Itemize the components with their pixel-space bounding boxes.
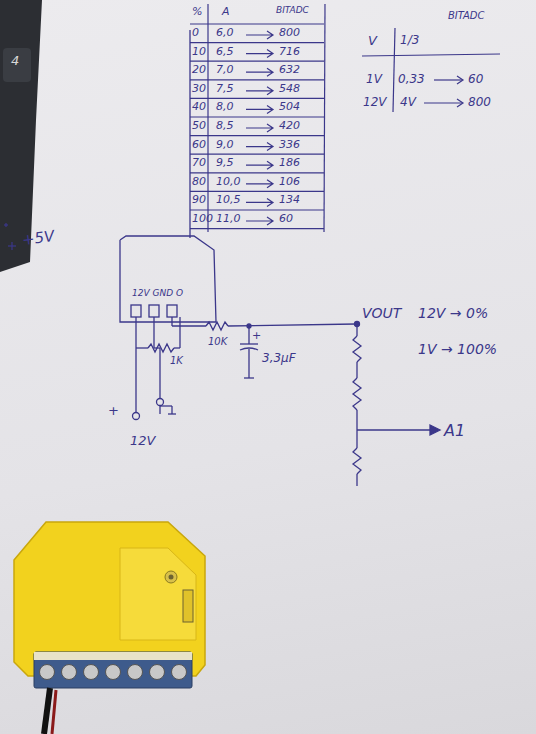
table-cell: 60 — [279, 213, 293, 225]
table-cell: 20 — [192, 64, 206, 76]
table-cell: 30 — [192, 83, 206, 95]
table-cell: A — [222, 6, 230, 18]
schematic-wires — [131, 30, 440, 486]
schematic-label: 12V — [130, 434, 155, 448]
table-cell: 106 — [279, 176, 300, 188]
table-lines — [190, 4, 325, 232]
table-cell: 7,5 — [216, 83, 234, 95]
table-cell: % — [192, 6, 202, 18]
module-box: 12V GND O — [120, 236, 216, 322]
ratio-cell: 1V — [366, 73, 382, 86]
table-cell: 800 — [279, 27, 300, 39]
schematic-label: 10K — [208, 336, 227, 347]
schematic-label: 3,3µF — [262, 352, 296, 365]
relay-module-photo — [14, 522, 205, 734]
table-cell: 80 — [192, 176, 206, 188]
ratio-cell: 12V — [363, 96, 386, 109]
table-cell: 100 — [192, 213, 213, 225]
table-cell: 548 — [279, 83, 300, 95]
table-cell: 50 — [192, 120, 206, 132]
table-cell: 134 — [279, 194, 300, 206]
schematic-label: VOUT — [362, 306, 401, 321]
table-cell: 8,0 — [216, 101, 234, 113]
table-cell: 40 — [192, 101, 206, 113]
key-legend: 4 — [11, 54, 19, 68]
table-cell: 9,0 — [216, 139, 234, 151]
ratio-cell: 1/3 — [400, 34, 419, 47]
schematic-label: A1 — [444, 422, 465, 440]
schematic-label: 1V → 100% — [418, 342, 497, 357]
table-cell: 9,5 — [216, 157, 234, 169]
schematic-label: 1K — [170, 355, 183, 366]
ratio-cell: 60 — [468, 73, 483, 86]
table-cell: 10,0 — [216, 176, 241, 188]
table-cell: 0 — [192, 27, 199, 39]
table-cell: 60 — [192, 139, 206, 151]
table-cell: 10,5 — [216, 194, 241, 206]
table-cell: 10 — [192, 46, 206, 58]
table-cell: 6,0 — [216, 27, 234, 39]
ratio-cell: 4V — [400, 96, 416, 109]
pin-labels: 12V GND O — [132, 288, 183, 298]
table-cell: 632 — [279, 64, 300, 76]
table-cell: 7,0 — [216, 64, 234, 76]
table-cell: 336 — [279, 139, 300, 151]
table-cell: 8,5 — [216, 120, 234, 132]
table-cell: 70 — [192, 157, 206, 169]
table-cell: 716 — [279, 46, 300, 58]
table-cell: 11,0 — [216, 213, 241, 225]
schematic-label: +5V — [21, 228, 55, 249]
ratio-cell: V — [368, 34, 377, 48]
supply-marks — [4, 223, 16, 250]
ratio-cell: BITADC — [448, 10, 485, 21]
ratio-cell: 800 — [468, 96, 491, 109]
ratio-cell: 0,33 — [398, 73, 425, 86]
table-cell: 6,5 — [216, 46, 234, 58]
keyboard-key — [3, 48, 31, 82]
ratio-table-lines — [362, 28, 500, 112]
table-cell: 90 — [192, 194, 206, 206]
table-cell: 186 — [279, 157, 300, 169]
schematic-label: 12V → 0% — [418, 306, 488, 321]
schematic-label: + — [108, 404, 119, 418]
module-outline — [120, 236, 216, 322]
table-cell: 420 — [279, 120, 300, 132]
table-cell: 504 — [279, 101, 300, 113]
schematic-label: + — [252, 330, 261, 342]
table-cell: BITADC — [276, 6, 309, 16]
